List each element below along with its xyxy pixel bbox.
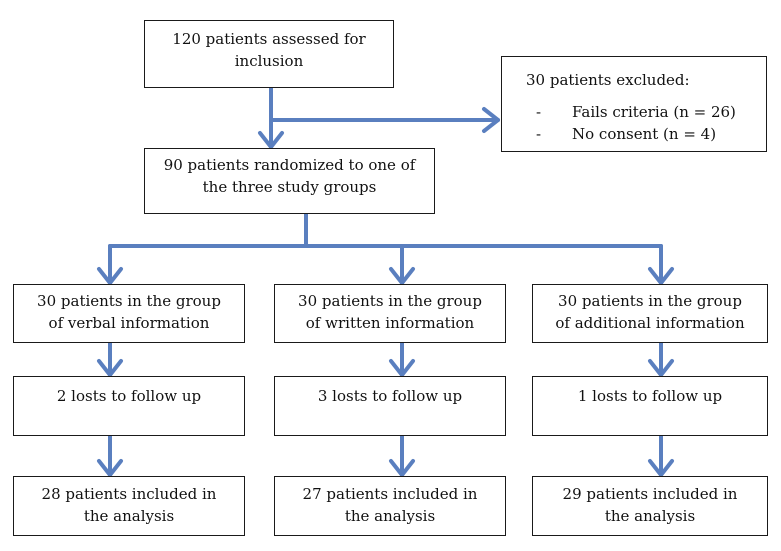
arrow-verbal-lost-head bbox=[97, 359, 123, 377]
assessed-box: 120 patients assessed for inclusion bbox=[144, 20, 394, 88]
group-line2: of written information bbox=[305, 314, 475, 332]
excluded-item-text: No consent (n = 4) bbox=[572, 125, 717, 143]
lost-text: 3 losts to follow up bbox=[317, 387, 463, 405]
arrow-to-additional-head bbox=[648, 267, 674, 285]
included-box-written: 27 patients included in the analysis bbox=[274, 476, 506, 536]
randomized-box: 90 patients randomized to one of the thr… bbox=[144, 148, 435, 214]
included-line1: 29 patients included in bbox=[562, 485, 738, 503]
arrow-additional-lost-head bbox=[648, 359, 674, 377]
arrow-assessed-randomized-head bbox=[258, 131, 284, 149]
group-box-verbal: 30 patients in the group of verbal infor… bbox=[13, 284, 245, 343]
included-box-additional: 29 patients included in the analysis bbox=[532, 476, 768, 536]
arrow-to-written-head bbox=[389, 267, 415, 285]
group-line1: 30 patients in the group bbox=[37, 292, 221, 310]
included-line2: the analysis bbox=[344, 507, 436, 525]
assessed-line1: 120 patients assessed for bbox=[172, 30, 366, 48]
group-line1: 30 patients in the group bbox=[298, 292, 482, 310]
arrow-written-included-head bbox=[389, 459, 415, 477]
arrow-written-lost-head bbox=[389, 359, 415, 377]
excluded-item-text: Fails criteria (n = 26) bbox=[572, 103, 736, 121]
lost-text: 1 losts to follow up bbox=[577, 387, 723, 405]
excluded-title: 30 patients excluded: bbox=[526, 71, 690, 89]
group-line2: of verbal information bbox=[48, 314, 210, 332]
group-line2: of additional information bbox=[555, 314, 745, 332]
group-box-additional: 30 patients in the group of additional i… bbox=[532, 284, 768, 343]
lost-text: 2 losts to follow up bbox=[56, 387, 202, 405]
lost-box-verbal: 2 losts to follow up bbox=[13, 376, 245, 436]
lost-box-written: 3 losts to follow up bbox=[274, 376, 506, 436]
assessed-line2: inclusion bbox=[234, 52, 304, 70]
excluded-item: -Fails criteria (n = 26) bbox=[536, 103, 736, 121]
excluded-box: 30 patients excluded: -Fails criteria (n… bbox=[501, 56, 767, 152]
excluded-item: -No consent (n = 4) bbox=[536, 125, 717, 143]
arrow-to-verbal-head bbox=[97, 267, 123, 285]
included-box-verbal: 28 patients included in the analysis bbox=[13, 476, 245, 536]
included-line2: the analysis bbox=[83, 507, 175, 525]
group-line1: 30 patients in the group bbox=[558, 292, 742, 310]
included-line1: 27 patients included in bbox=[302, 485, 478, 503]
arrow-verbal-included-head bbox=[97, 459, 123, 477]
randomized-line2: the three study groups bbox=[202, 178, 377, 196]
included-line1: 28 patients included in bbox=[41, 485, 217, 503]
arrow-additional-included-head bbox=[648, 459, 674, 477]
excluded-list: -Fails criteria (n = 26) -No consent (n … bbox=[526, 101, 736, 145]
randomized-line1: 90 patients randomized to one of bbox=[163, 156, 416, 174]
included-line2: the analysis bbox=[604, 507, 696, 525]
arrow-excluded-head bbox=[482, 107, 500, 133]
lost-box-additional: 1 losts to follow up bbox=[532, 376, 768, 436]
group-box-written: 30 patients in the group of written info… bbox=[274, 284, 506, 343]
